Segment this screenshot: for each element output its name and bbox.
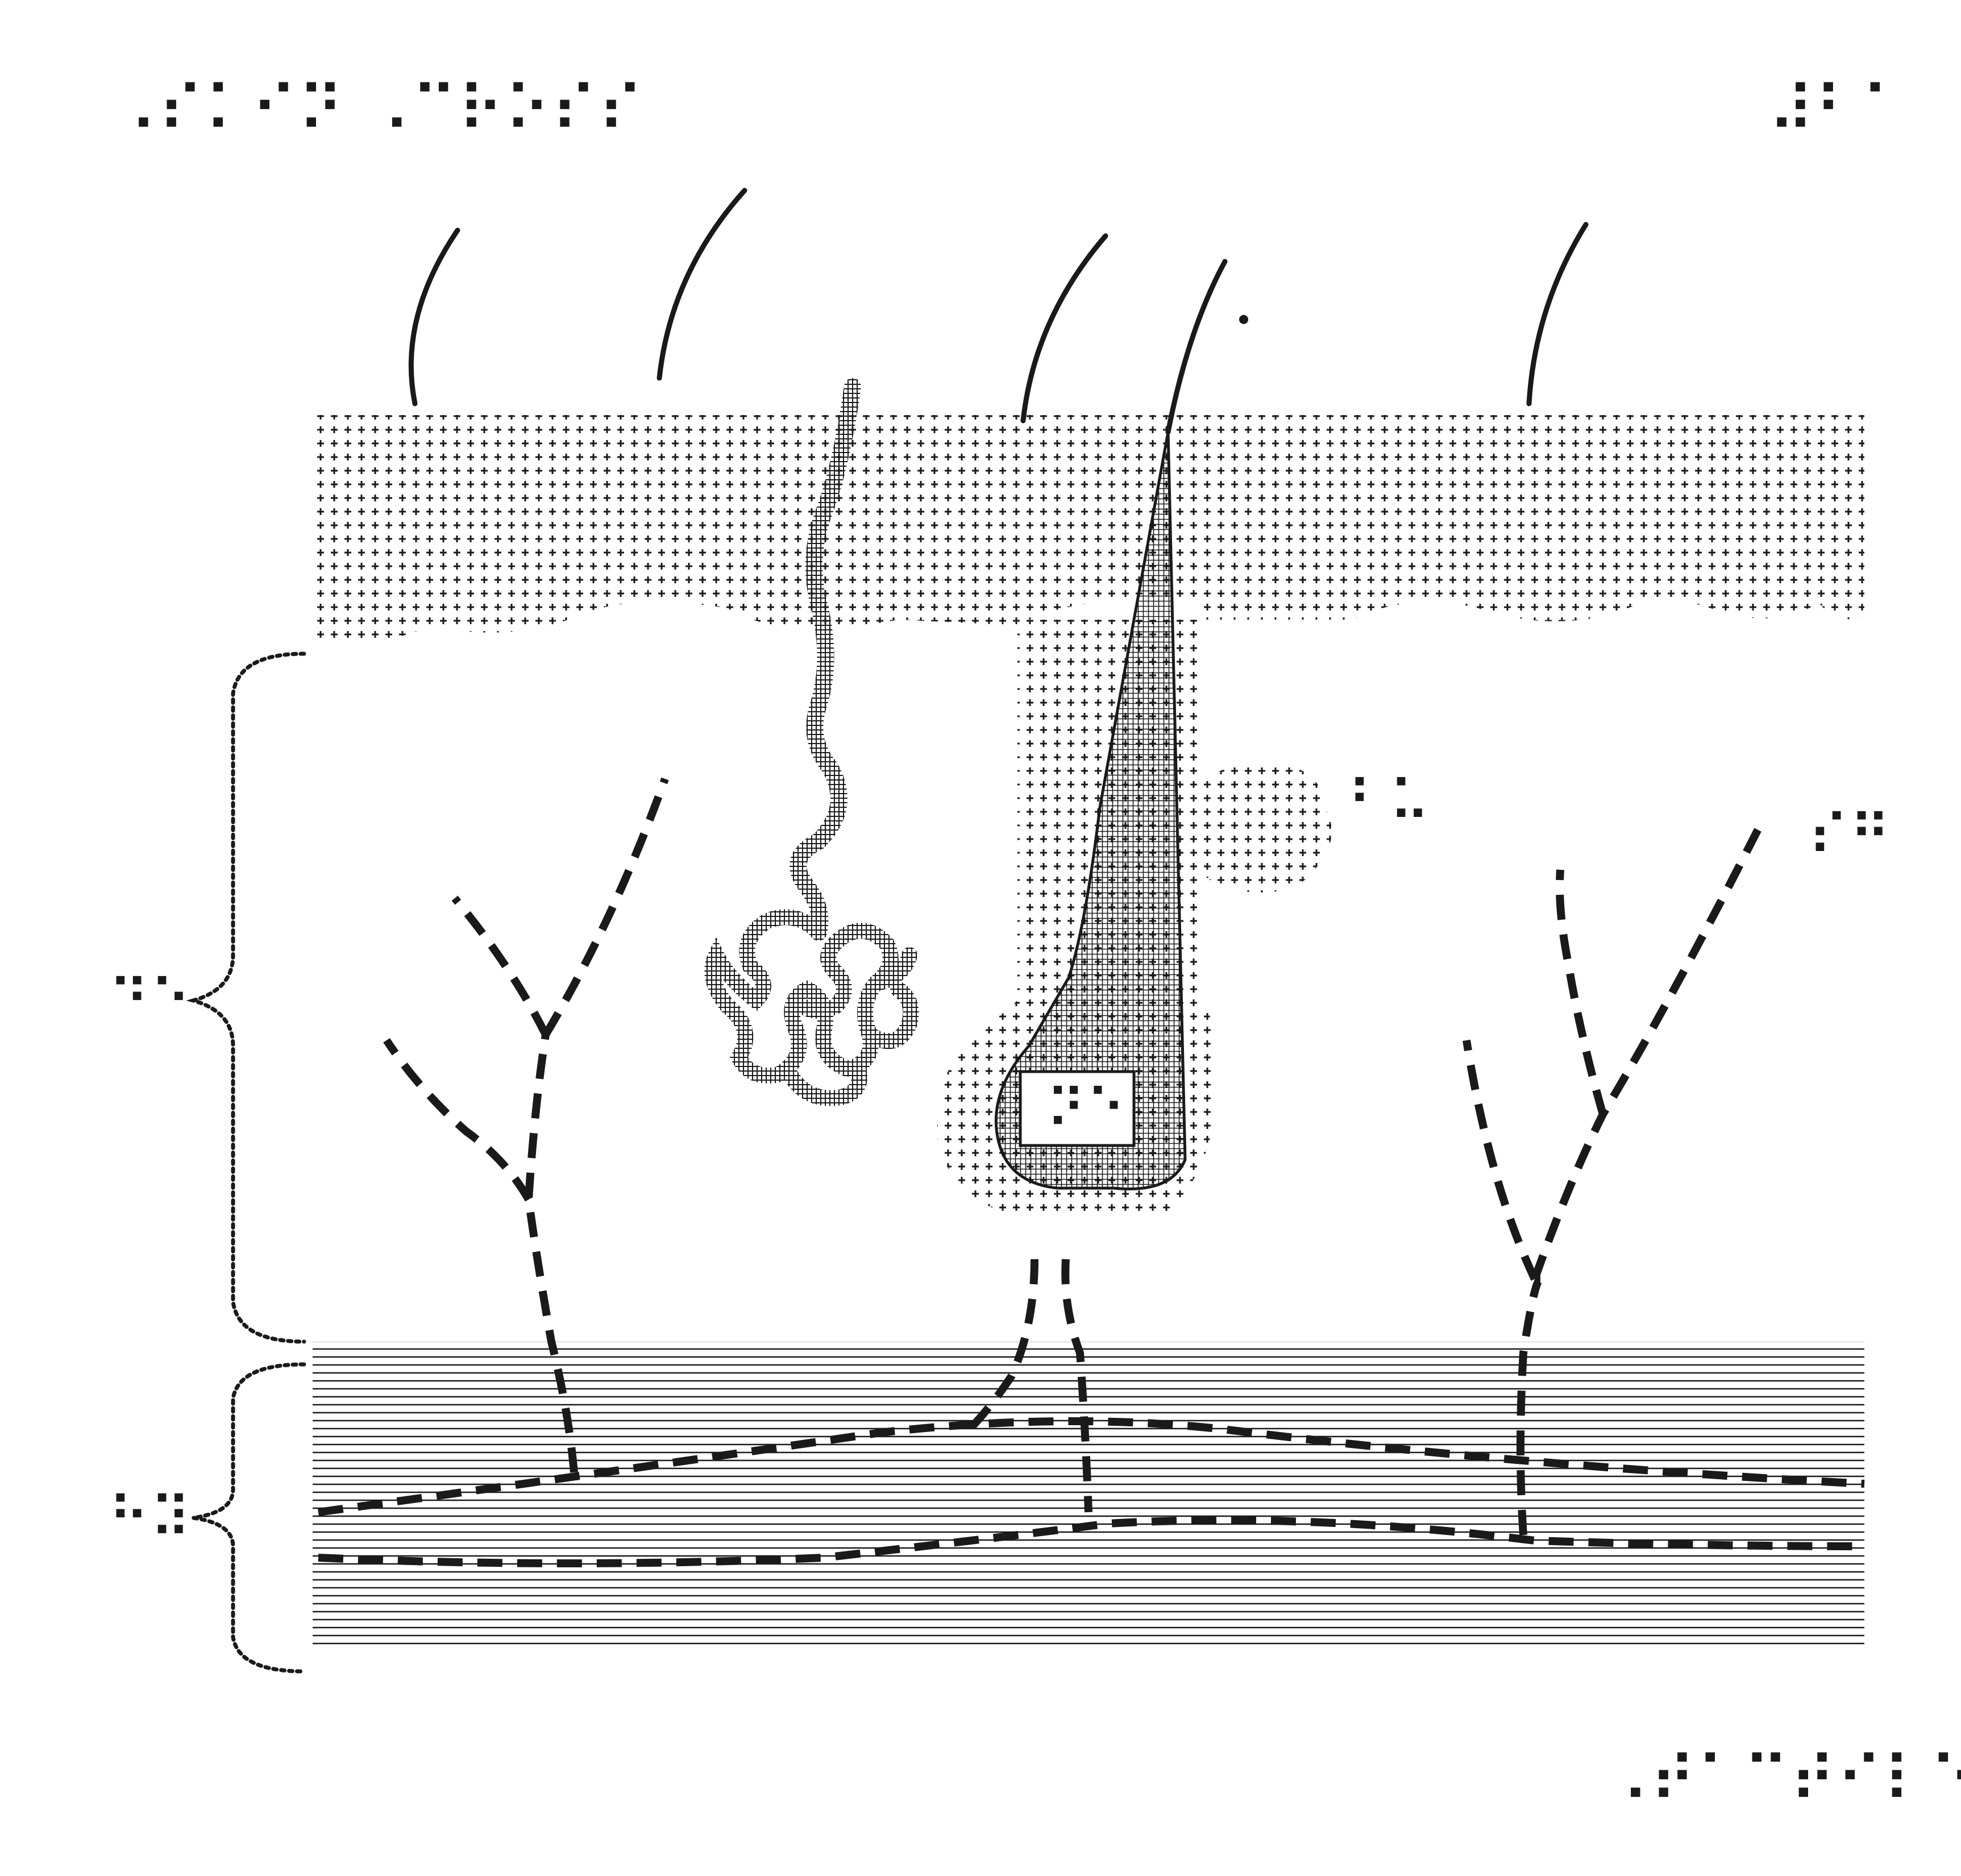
follicle-key-braille: ⠃⠥ [1347,769,1430,835]
page-number-text: ⠼⠃⠁ [1768,73,1908,147]
sebaceous-gland [1199,761,1332,893]
papilla-text: ⠝⠑ [1046,1078,1126,1142]
papilla-braille: ⠝⠑ [1046,1078,1126,1142]
vessel-horizontal-upper [318,1417,1865,1516]
gland-key-text: ⠎⠛ [1808,803,1891,869]
hair-dot [1239,315,1248,324]
title-braille-text: ⠠⠎⠅⠊⠝ ⠠⠉⠗⠕⠎⠎ [111,73,644,147]
hypodermis-bracket [193,1362,306,1674]
hypodermis-key-braille: ⠓⠽ [108,1485,191,1551]
vessel-mid-right [1061,1259,1092,1513]
vessels [318,777,1865,1567]
page-number-braille: ⠼⠃⠁ [1768,73,1908,147]
vessel-right-branch-c [1556,869,1607,1115]
hair-5 [1526,222,1589,406]
hypodermis-layer [313,1342,1864,1649]
vessel-left-branch-c [383,1038,533,1202]
sweat-gland-coil [704,909,919,1106]
footer-text: ⠠⠞⠁⠉⠞⠊⠇⠑ ⠛⠗ [1603,1744,1961,1817]
layer-brackets [186,651,306,1674]
dermis-key-text: ⠙⠑ [108,968,191,1034]
dermis-key-braille: ⠙⠑ [108,968,191,1034]
vessel-right-trunk [1517,1275,1543,1535]
hair-2 [657,188,747,381]
sweat-gland [704,378,919,1106]
vessel-right-branch-a [1531,819,1766,1281]
epidermis-layer [314,415,1864,644]
vessel-left-branch-b [451,895,550,1037]
hypodermis-key-text: ⠓⠽ [108,1485,191,1551]
title-braille: ⠠⠎⠅⠊⠝ ⠠⠉⠗⠕⠎⠎ [111,73,644,147]
hair-follicle-shaft [994,431,1187,1190]
hair-3 [1020,233,1108,424]
vessel-right-branch-b [1463,1039,1539,1281]
hair-1 [408,227,460,406]
hairs [408,188,1589,435]
vessel-horizontal-lower [318,1516,1865,1567]
vessel-left-branch-a [542,777,669,1037]
vessel-left-trunk [524,1034,578,1473]
follicle-bulb-label-box [1019,1070,1136,1147]
gland-key-braille: ⠎⠛ [1808,803,1891,869]
follicle-key-text: ⠃⠥ [1347,769,1430,835]
sweat-gland-duct [790,378,861,941]
dermis-bracket [186,651,306,1344]
vessel-mid-left [963,1259,1038,1435]
footer-braille: ⠠⠞⠁⠉⠞⠊⠇⠑ ⠛⠗ [1603,1744,1961,1817]
hair-4 [1165,259,1228,435]
